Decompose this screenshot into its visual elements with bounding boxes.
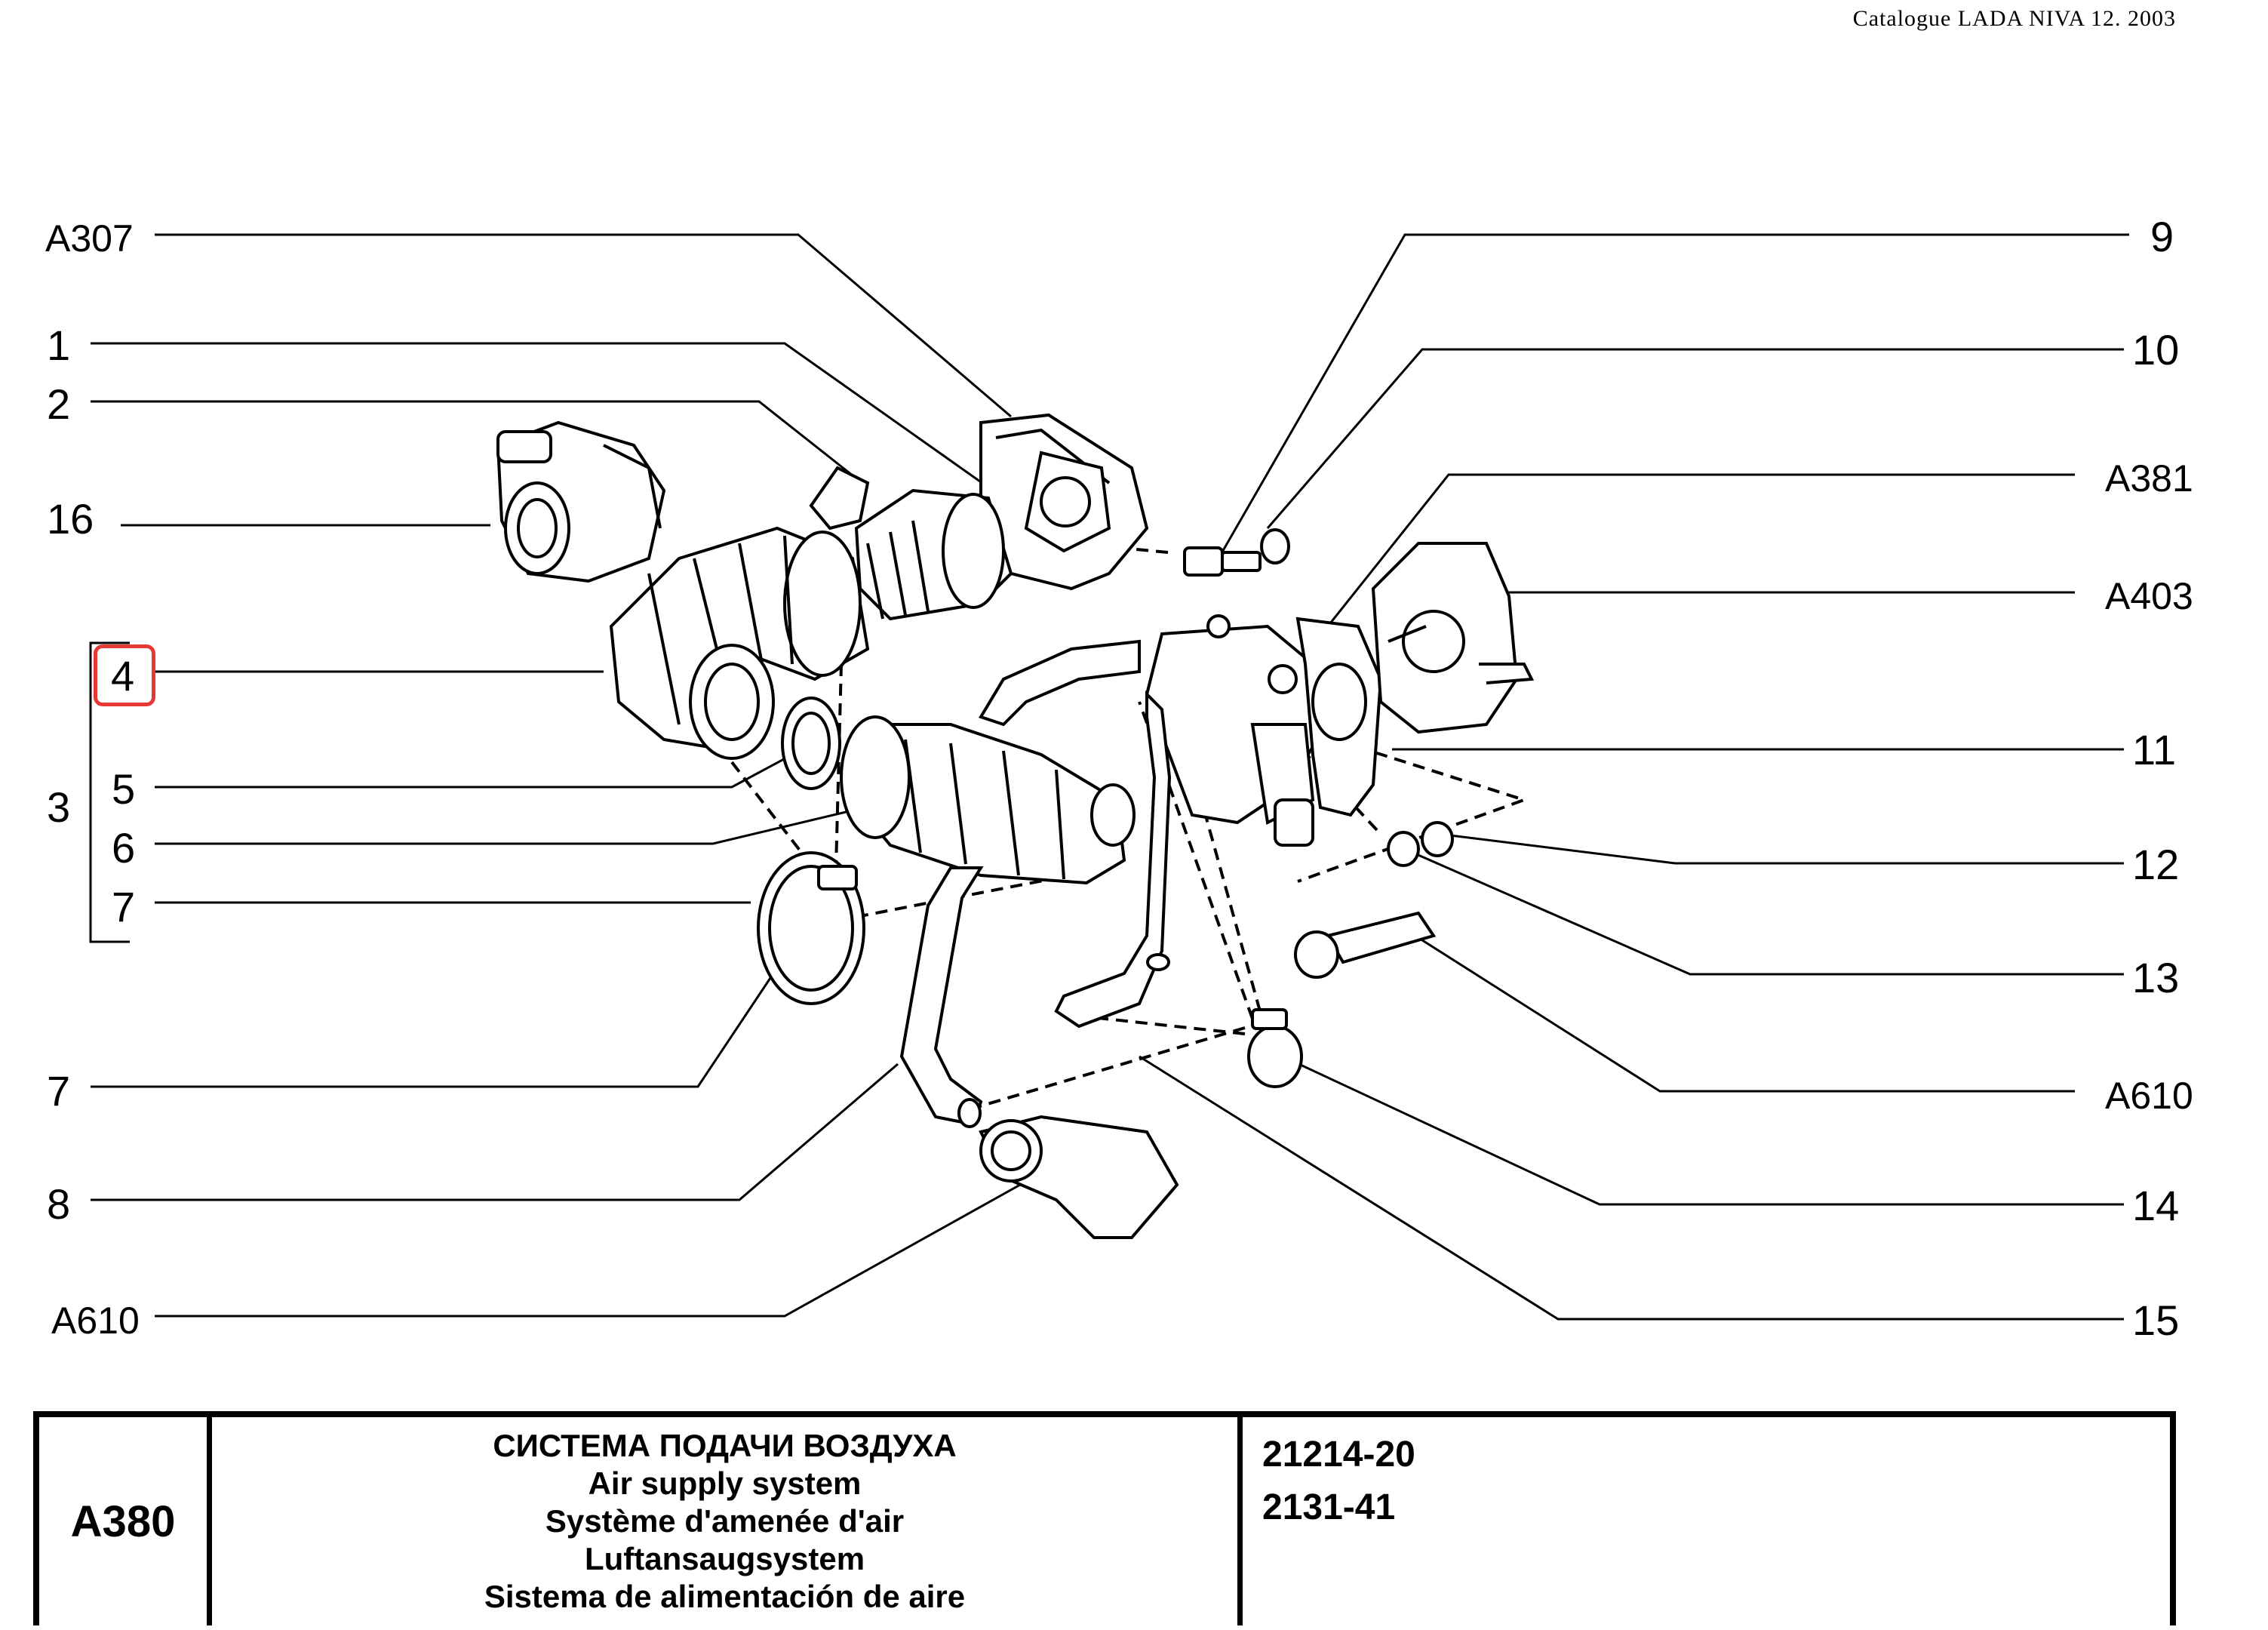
leader-15 xyxy=(1139,1055,2124,1321)
dash-clamp-upper xyxy=(834,663,843,869)
title-russian: СИСТЕМА ПОДАЧИ ВОЗДУХА xyxy=(493,1428,957,1463)
leader-a381 xyxy=(1296,473,2075,665)
engine-housing-a307 xyxy=(979,413,1149,591)
callout-2: 2 xyxy=(47,380,71,428)
leader-a610-right xyxy=(1403,927,2075,1093)
dash-clamp-hose xyxy=(856,866,1110,918)
callout-12: 12 xyxy=(2132,841,2180,888)
air-mass-sensor-16 xyxy=(496,420,666,583)
pipe-a610-right xyxy=(1294,911,1437,979)
bolt-9 xyxy=(1183,546,1262,577)
callout-1: 1 xyxy=(47,321,71,369)
callout-3: 3 xyxy=(47,783,71,831)
dash-hose-fitting xyxy=(969,1026,1246,1111)
callout-6: 6 xyxy=(112,824,136,872)
callout-a403: A403 xyxy=(2105,575,2193,617)
title-english: Air supply system xyxy=(588,1465,862,1501)
title-french: Système d'amenée d'air xyxy=(545,1503,905,1539)
leader-13 xyxy=(1395,844,2124,976)
washer-10 xyxy=(1260,528,1290,564)
catalogue-header: Catalogue LADA NIVA 12. 2003 xyxy=(1852,6,2176,31)
leader-5 xyxy=(155,753,793,789)
callout-7-lower: 7 xyxy=(47,1067,71,1115)
intake-pipe-1 xyxy=(854,488,1013,621)
leader-12 xyxy=(1425,831,2124,865)
leader-9 xyxy=(1217,233,2129,559)
hose-8 xyxy=(899,866,984,1128)
callout-a610-left: A610 xyxy=(51,1299,140,1342)
hose-15 xyxy=(1054,690,1172,1029)
callout-11: 11 xyxy=(2132,726,2177,773)
section-code: A380 xyxy=(70,1496,176,1546)
callout-13: 13 xyxy=(2132,954,2180,1001)
highlight-box xyxy=(94,644,155,706)
callout-7-upper: 7 xyxy=(112,883,136,930)
dash-clamp-throttle2 xyxy=(1183,739,1262,1012)
clamp-7 xyxy=(757,851,865,1005)
callout-15: 15 xyxy=(2132,1296,2180,1344)
title-block-title-cell: СИСТЕМА ПОДАЧИ ВОЗДУХА Air supply system… xyxy=(212,1417,1243,1625)
title-spanish: Sistema de alimentación de aire xyxy=(484,1579,966,1614)
nut-13 xyxy=(1387,831,1420,867)
title-block: A380 СИСТЕМА ПОДАЧИ ВОЗДУХА Air supply s… xyxy=(33,1411,2176,1625)
title-german: Luftansaugsystem xyxy=(584,1541,865,1576)
leader-lines xyxy=(89,233,2129,1321)
leader-6 xyxy=(155,800,891,845)
leader-1 xyxy=(91,342,986,487)
bracket-2 xyxy=(809,466,870,531)
clamp-14 xyxy=(1247,1008,1303,1088)
dash-clamp-left xyxy=(730,761,815,869)
washer-12 xyxy=(1421,821,1454,857)
leader-2 xyxy=(91,400,853,477)
parts xyxy=(496,413,1535,1239)
callout-5: 5 xyxy=(112,765,136,813)
corrugated-hose-4 xyxy=(609,526,870,760)
vent-hose xyxy=(979,639,1141,727)
intake-manifold-a403 xyxy=(1371,542,1535,734)
model-code-2: 2131-41 xyxy=(1262,1487,1396,1527)
callout-a381: A381 xyxy=(2105,457,2193,500)
callout-a610-right: A610 xyxy=(2105,1075,2193,1117)
callout-4: 4 xyxy=(111,652,135,700)
fitting-a610-bottom xyxy=(979,1115,1179,1239)
callout-14: 14 xyxy=(2132,1182,2180,1229)
leader-8 xyxy=(91,1063,899,1201)
hose-6 xyxy=(840,715,1136,885)
callout-9: 9 xyxy=(2150,213,2174,260)
assembly-dashes xyxy=(730,534,1529,1111)
model-code-1: 21214-20 xyxy=(1262,1435,1415,1475)
leader-a307 xyxy=(155,233,1012,418)
leader-a610-left xyxy=(155,1176,1034,1318)
title-block-code-cell: A380 xyxy=(39,1417,212,1625)
title-block-models-cell: 21214-20 2131-41 xyxy=(1243,1417,2170,1625)
rings-5 xyxy=(781,697,841,790)
callout-8: 8 xyxy=(47,1180,71,1228)
throttle-body xyxy=(1145,614,1315,847)
leader-10 xyxy=(1266,348,2124,529)
bracket-3 xyxy=(89,641,130,943)
throttle-gasket xyxy=(1295,617,1383,817)
leader-14 xyxy=(1282,1055,2124,1206)
callout-10: 10 xyxy=(2132,326,2180,374)
callout-16: 16 xyxy=(47,495,94,543)
leader-7b xyxy=(91,973,775,1088)
callout-a307: A307 xyxy=(45,217,134,260)
